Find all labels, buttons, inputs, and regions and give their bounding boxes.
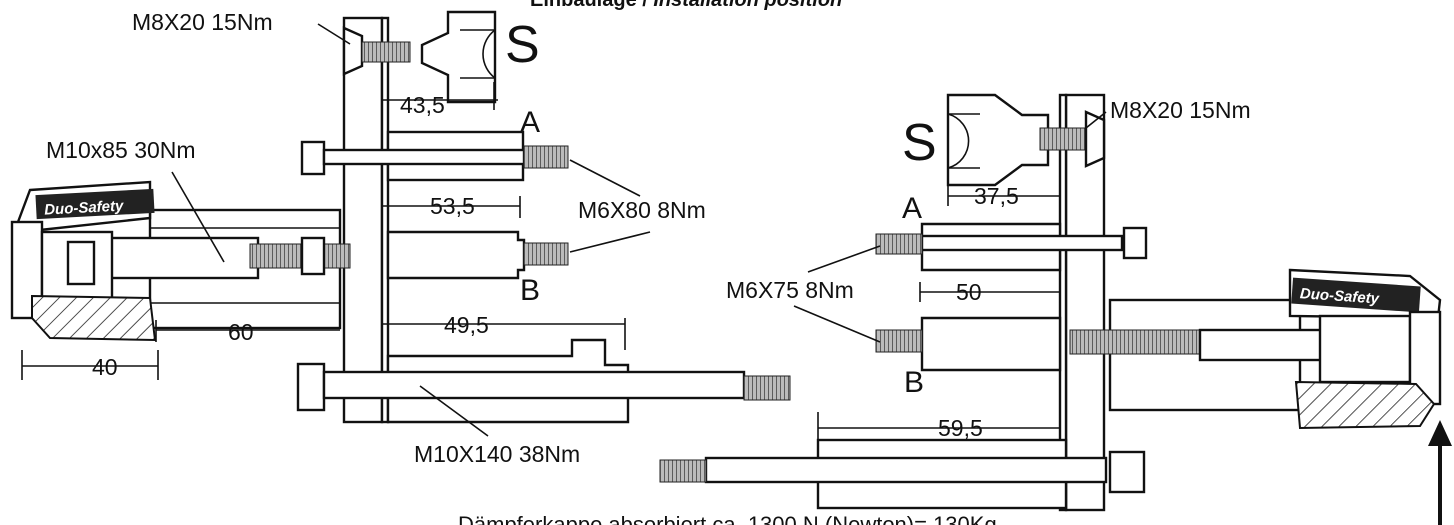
- dim-60: 60: [228, 319, 254, 345]
- left-bracket-plate: [342, 16, 384, 424]
- label-a-right: A: [902, 192, 922, 225]
- dim-53-5: 53,5: [430, 193, 475, 219]
- left-assembly: Duo-Safety: [10, 10, 791, 424]
- left-damper-cap: Duo-Safety: [10, 180, 157, 342]
- dim-37-5: 37,5: [974, 183, 1019, 209]
- left-s-block: [420, 10, 497, 104]
- label-a-left: A: [520, 106, 540, 139]
- dim-59-5: 59,5: [938, 415, 983, 441]
- left-m8-screw-thread: [361, 41, 411, 63]
- label-m8x20-left: M8X20 15Nm: [132, 9, 273, 35]
- label-m10x140: M10X140 38Nm: [414, 441, 580, 467]
- label-m10x85: M10x85 30Nm: [46, 137, 196, 163]
- label-b-right: B: [904, 366, 924, 399]
- dim-49-5: 49,5: [444, 312, 489, 338]
- dim-43-5: 43,5: [400, 92, 445, 118]
- title: Einbaulage / Installation position: [530, 0, 842, 11]
- label-b-left: B: [520, 274, 540, 307]
- right-assembly: Duo-Safety: [659, 93, 1452, 525]
- right-s-block: [946, 93, 1050, 187]
- label-m6x80: M6X80 8Nm: [578, 197, 706, 223]
- left-brand-label: Duo-Safety: [44, 197, 125, 218]
- dim-40: 40: [92, 354, 118, 380]
- footer-note: Dämpferkappe absorbiert ca. 1300 N (Newt…: [458, 512, 997, 525]
- label-s-left: S: [505, 16, 540, 74]
- right-damper-cap: Duo-Safety: [1288, 268, 1442, 430]
- label-m8x20-right: M8X20 15Nm: [1110, 97, 1251, 123]
- right-brand-label: Duo-Safety: [1299, 285, 1380, 308]
- label-s-right: S: [902, 114, 937, 172]
- dim-50: 50: [956, 279, 982, 305]
- label-m6x75: M6X75 8Nm: [726, 277, 854, 303]
